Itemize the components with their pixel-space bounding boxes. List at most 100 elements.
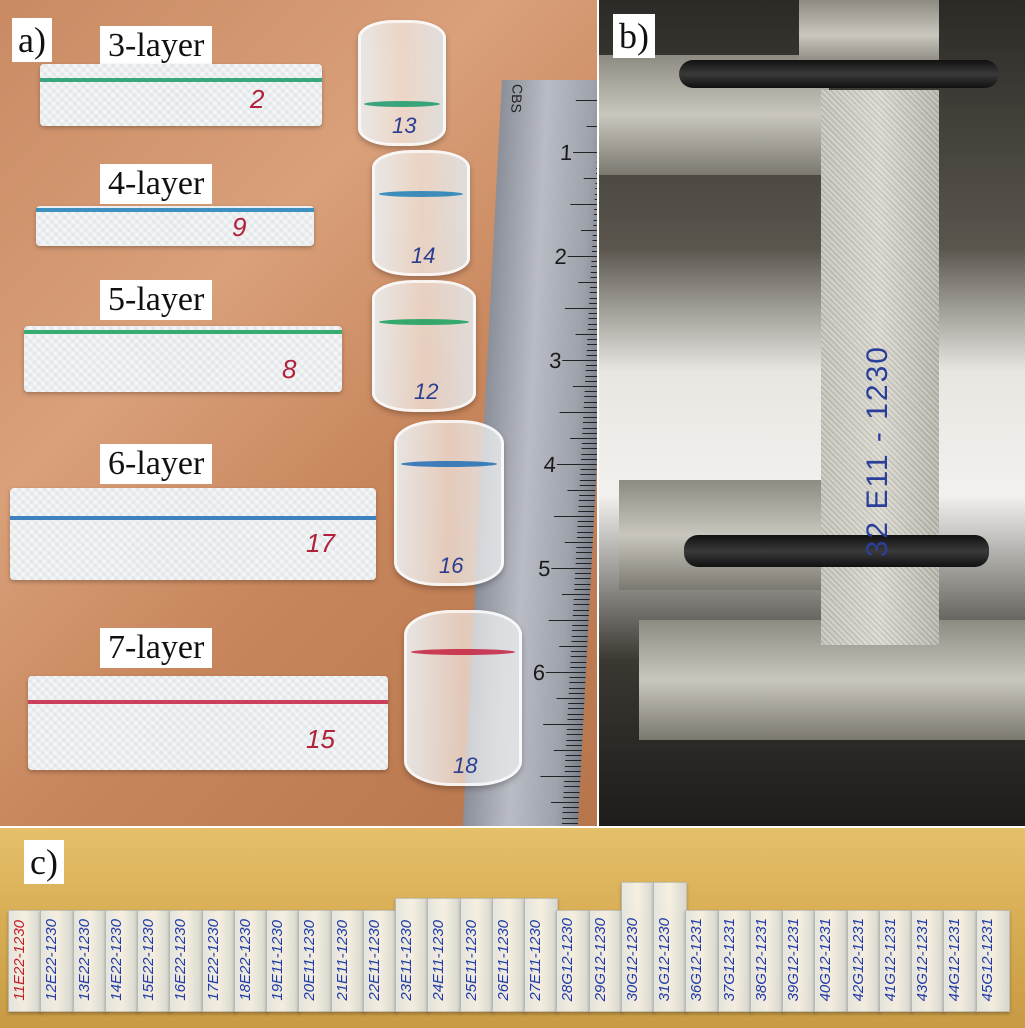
specimen-label: 11E22-1230 (11, 920, 28, 1001)
ruler-tick (588, 323, 597, 325)
ruler-tick (566, 744, 583, 746)
ruler-tick (587, 328, 597, 330)
ruler-tick (586, 126, 597, 127)
ring-number: 12 (414, 379, 439, 404)
specimen-label: 28G12-1230 (559, 917, 577, 1001)
laminate-ring: 18 (404, 610, 522, 786)
ruler-tick (564, 308, 597, 309)
specimen-label: 26E11-1230 (494, 920, 512, 1001)
specimen-strip: 37G12-1231 (717, 910, 752, 1012)
ruler-tick (575, 334, 597, 335)
ruler-tick (578, 282, 597, 283)
ruler-tick (543, 724, 584, 725)
specimen-label: 37G12-1231 (720, 917, 738, 1001)
specimen-strip: 31G12-1230 (653, 882, 688, 1012)
ruler-tick (591, 250, 597, 252)
ring-marker-line (401, 461, 497, 467)
specimen-label: 13E22-1230 (75, 919, 93, 1001)
ruler-tick (579, 479, 596, 481)
ruler-tick (574, 588, 591, 590)
ruler-tick (593, 224, 597, 226)
layer-label: 4-layer (100, 164, 213, 204)
ring-marker-line (378, 191, 464, 197)
ruler-tick (596, 167, 597, 169)
ruler-tick (570, 666, 587, 668)
ruler-tick (592, 235, 597, 237)
layer-label: 3-layer (100, 26, 213, 66)
specimen-label: 17E22-1230 (204, 919, 222, 1001)
strip-number: 17 (306, 528, 335, 558)
specimen-label: 20E11-1230 (301, 920, 319, 1001)
upper-grip-lever (679, 60, 999, 88)
ruler-tick (590, 287, 597, 289)
specimen-label: 30G12-1230 (623, 917, 641, 1001)
ruler-tick (577, 526, 594, 528)
ruler-tick (573, 152, 597, 153)
layer-label: 6-layer (100, 444, 213, 484)
ruler-tick (571, 635, 588, 637)
ruler-number: 3 (548, 348, 563, 373)
strip-marker-line (28, 700, 388, 704)
ruler-tick (556, 464, 597, 465)
ruler-tick (578, 510, 595, 512)
specimen-strip: 41G12-1231 (878, 910, 913, 1012)
panel-b-tensile-test: 32 E11 - 1230 b) (599, 0, 1025, 826)
ruler-tick (576, 552, 593, 554)
strip-number: 15 (306, 724, 335, 754)
ruler-tick (582, 427, 597, 429)
ruler-number: 6 (532, 660, 546, 685)
ruler-tick (574, 583, 591, 585)
strip-number: 9 (232, 212, 247, 242)
ruler-tick (575, 562, 592, 564)
ruler-tick (588, 318, 597, 320)
laminate-strip: 17 (10, 488, 376, 580)
laminate-strip: 9 (36, 206, 314, 246)
ruler-tick (568, 692, 585, 694)
lower-grip-lever (684, 535, 989, 567)
ruler-tick (572, 614, 589, 616)
ruler-tick (579, 495, 596, 497)
laminate-ring: 12 (372, 280, 476, 412)
specimen-label: 19E11-1230 (269, 920, 287, 1001)
ruler-tick (584, 401, 597, 403)
ruler-tick (540, 776, 581, 777)
ruler-tick (566, 729, 583, 731)
laminate-strip: 15 (28, 676, 388, 770)
strip-number: 8 (282, 354, 297, 384)
specimen-label: 27E11-1230 (527, 920, 545, 1001)
specimen-strip: 16E22-1230 (169, 910, 204, 1012)
ruler-tick (563, 796, 580, 798)
specimen-strip: 45G12-1231 (975, 910, 1010, 1012)
upper-clamp-top (799, 0, 939, 70)
specimen-strip: 26E11-1230 (491, 898, 526, 1012)
specimen-label: 25E11-1230 (462, 920, 480, 1001)
ruler-tick (545, 672, 586, 673)
specimen-label: 31G12-1230 (656, 917, 674, 1001)
ruler-tick (581, 458, 597, 460)
ruler-tick (595, 183, 597, 185)
layer-label: 5-layer (100, 280, 213, 320)
ruler-tick (570, 656, 587, 658)
specimen-strip: 14E22-1230 (104, 910, 139, 1012)
panel-c-letter: c) (24, 840, 64, 884)
ruler-tick (578, 505, 595, 507)
ruler-tick (585, 380, 597, 382)
ruler-tick (582, 432, 597, 434)
specimen-strip: 22E11-1230 (362, 910, 397, 1012)
strip-marker-line (40, 78, 322, 82)
specimen-strip: 36G12-1231 (685, 910, 720, 1012)
specimen-strip: 29G12-1230 (588, 910, 623, 1012)
ruler-number: 4 (543, 452, 557, 477)
specimen-label: 41G12-1231 (881, 917, 899, 1001)
specimen-label: 36G12-1231 (688, 917, 706, 1001)
ruler-tick (583, 178, 597, 179)
specimen-label: 16E22-1230 (172, 919, 190, 1001)
laminate-strip: 2 (40, 64, 322, 126)
ruler-tick (586, 349, 597, 351)
ruler-tick (589, 302, 597, 304)
specimen-label: 44G12-1231 (946, 917, 964, 1001)
ruler-number: 5 (537, 556, 552, 581)
ruler-tick (584, 396, 597, 398)
ruler-tick (590, 276, 597, 278)
laminate-ring: 16 (394, 420, 504, 586)
